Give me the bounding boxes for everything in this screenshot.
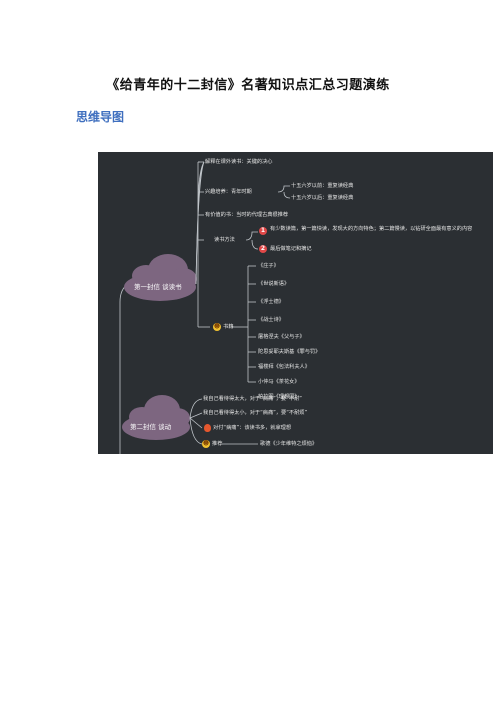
number-2-icon: 2 — [259, 245, 267, 253]
node-text: 兴趣培养：青年时期 — [205, 189, 252, 195]
book-item: 屠格涅夫《父与子》 — [258, 334, 305, 340]
cloud-2-label: 第二封信 谈动 — [130, 423, 172, 431]
fire-icon — [204, 424, 211, 432]
book-item: 柏拉图《理想国》 — [258, 394, 300, 400]
node-text: 歌德《少年维特之烦恼》 — [260, 441, 318, 447]
node-text: 我自己看待得太大，对于“病痛”，要“不耐” — [203, 396, 302, 402]
mind-map-connectors — [119, 161, 291, 454]
node-text: 十五六岁以前：重复读经典 — [291, 183, 354, 189]
number-1-icon: 1 — [259, 227, 267, 235]
book-item: 福楼拜《包法利夫人》 — [258, 364, 310, 370]
book-item: 《庄子》 — [258, 263, 279, 269]
section-heading: 思维导图 — [76, 110, 125, 124]
node-text: 书籍 — [223, 324, 234, 330]
cloud-2-shape — [122, 395, 190, 440]
mind-map: 第一封信 谈读书 第二封信 谈动 解释在课外读书：关键的决心 兴趣培养：青年时期… — [98, 152, 493, 454]
node-text: 最后做笔记和摘记 — [270, 246, 312, 252]
smile-emoji-icon: ☻ — [213, 323, 221, 331]
cloud-1-shape — [124, 254, 197, 301]
node-text: 解释在课外读书：关键的决心 — [205, 159, 273, 165]
book-item: 陀思妥耶夫斯基《罪与罚》 — [258, 349, 321, 355]
node-text: 有少数读篇，第一篇快读，发现大的方向特色；第二篇慢读，以钻研全面最有意义的内容 — [270, 226, 473, 232]
book-item: 《浮士德》 — [258, 299, 284, 305]
book-item: 《世说新语》 — [258, 281, 290, 287]
smile-emoji-icon: ☻ — [202, 440, 210, 448]
page-title: 《给青年的十二封信》名著知识点汇总习题演练 — [106, 78, 390, 93]
cloud-1-label: 第一封信 谈读书 — [134, 283, 182, 291]
node-text: 对付“病痛”：该读书多，就拿理想 — [213, 425, 292, 431]
book-item: 小仲马《茶花女》 — [258, 379, 300, 385]
node-text: 有价值的书：当时的代理古典很推荐 — [205, 212, 289, 218]
book-item: 《战士诗》 — [258, 317, 284, 323]
node-text: 十五六岁以后：重复读经典 — [291, 195, 354, 201]
node-text: 推荐 — [212, 441, 223, 447]
node-text: 读书方法 — [214, 237, 235, 243]
node-text: 我自己看待得太小，对于“病痛”，要“不耐烦” — [203, 410, 308, 416]
